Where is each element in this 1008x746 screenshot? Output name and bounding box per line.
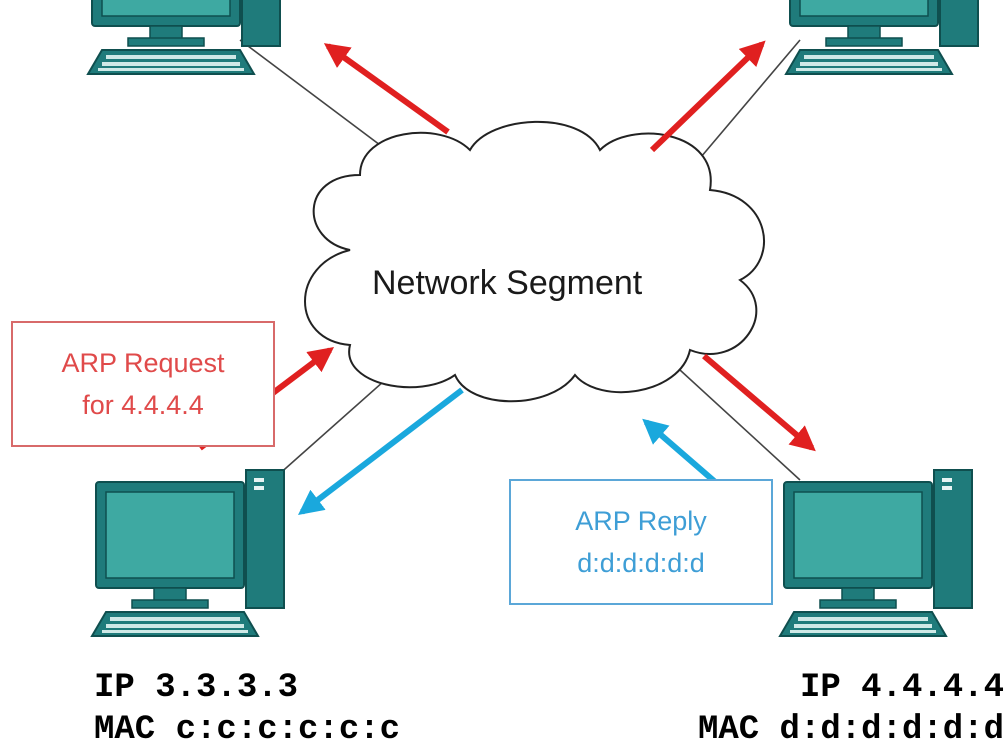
link-top-right (689, 39, 801, 171)
broadcast-arrow-bottom-right (702, 353, 816, 452)
host-right-mac: MAC d:d:d:d:d:d (698, 711, 1004, 746)
cloud-label: Network Segment (372, 264, 643, 302)
broadcast-arrow-top-right (649, 40, 766, 153)
computer-top-right-icon (785, 0, 979, 75)
arp-request-line2: for 4.4.4.4 (82, 390, 204, 420)
arp-request-callout: ARP Request for 4.4.4.4 (11, 321, 275, 447)
computer-top-left-icon (87, 0, 281, 75)
arp-reply-line2: d:d:d:d:d:d (577, 548, 705, 578)
host-right-ip: IP 4.4.4.4 (800, 669, 1004, 707)
link-bottom-right (679, 369, 801, 481)
computer-bottom-right-icon (779, 469, 973, 637)
broadcast-arrow-top-left (323, 43, 450, 135)
host-left-ip: IP 3.3.3.3 (94, 669, 298, 707)
arp-reply-callout: ARP Reply d:d:d:d:d:d (509, 479, 773, 605)
host-left-mac: MAC c:c:c:c:c:c (94, 711, 400, 746)
computer-bottom-left-icon (91, 469, 285, 637)
reply-arrow-to-left (297, 387, 464, 516)
arp-request-line1: ARP Request (61, 348, 225, 378)
network-cloud: Network Segment (304, 120, 765, 403)
arp-reply-line1: ARP Reply (575, 506, 707, 536)
